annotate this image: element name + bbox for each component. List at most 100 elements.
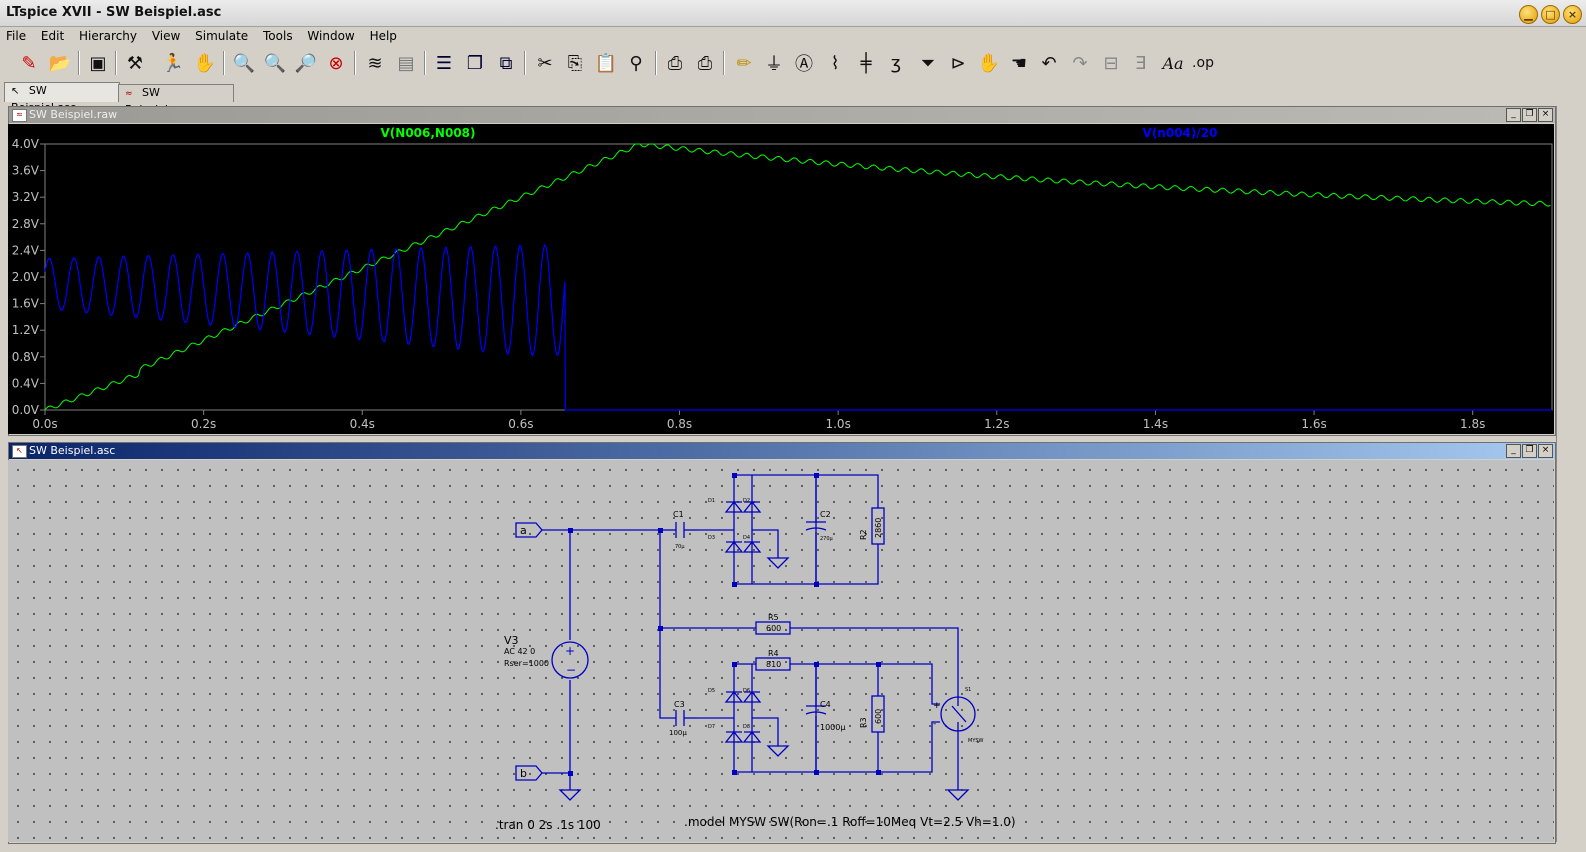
print-icon[interactable]: ⎙ [697,52,713,74]
component-icon[interactable]: ⊳ [950,52,966,74]
y-tick-label: 2.8V [12,217,40,231]
paste-icon[interactable]: 📋 [594,52,618,74]
bridge-rectifier-1[interactable] [698,495,762,565]
redo-icon[interactable]: ↷ [1072,52,1088,74]
undo-icon[interactable]: ↶ [1041,52,1057,74]
x-tick-label: 1.2s [984,417,1009,431]
resistor-icon[interactable]: ⌇ [830,52,840,74]
waveform-svg[interactable]: 0.0V0.4V0.8V1.2V1.6V2.0V2.4V2.8V3.2V3.6V… [8,124,1554,434]
c1-label: C1 [673,510,684,519]
rotate-icon[interactable]: ⊟ [1103,52,1119,74]
plot-frame [44,143,1553,411]
wire[interactable] [733,721,940,773]
restore-icon[interactable]: ❐ [1522,108,1537,122]
control-panel-icon[interactable]: ⚒ [126,52,144,74]
wire[interactable] [790,627,959,696]
run-icon[interactable]: 🏃 [161,52,185,74]
s1-model: MYSW [968,738,984,744]
wire[interactable] [752,717,779,746]
r4-value: 810 [766,660,781,669]
zoom-in-icon[interactable]: 🔍 [232,52,256,74]
r4-label: R4 [768,649,779,658]
zoom-out-icon[interactable]: 🔎 [294,52,318,74]
drag-icon[interactable]: ☚ [1010,52,1028,74]
mirror-icon[interactable]: Ǝ [1135,52,1147,74]
spice-directive-icon[interactable]: .op [1192,55,1214,71]
resistor-r4[interactable] [755,657,791,671]
label-net-icon[interactable]: Ⓐ [795,54,813,75]
find-icon[interactable]: ⚲ [629,52,643,74]
menu-window[interactable]: Window [307,29,355,43]
diode-icon[interactable]: ⏷ [920,52,936,74]
r2-label: R2 [859,529,868,540]
minimize-icon[interactable]: _ [1506,108,1521,122]
new-schematic-icon[interactable]: ✎ [21,52,37,74]
inductor-icon[interactable]: ʒ [890,52,902,74]
menu-simulate[interactable]: Simulate [195,29,249,43]
maximize-icon[interactable]: □ [1541,5,1560,24]
resistor-r3[interactable] [871,695,885,733]
waveform-icon[interactable]: ▤ [397,52,415,74]
wire[interactable] [542,772,571,790]
waveform-window-title: SW Beispiel.raw [29,108,118,121]
vertical-scrollbar[interactable] [1556,106,1571,842]
menu-tools[interactable]: Tools [263,29,293,43]
open-icon[interactable]: 📂 [48,52,72,74]
capacitor-c3[interactable] [675,710,685,726]
move-icon[interactable]: ✋ [977,52,1001,74]
capacitor-c4[interactable] [805,705,827,715]
schematic-svg[interactable]: a b [8,460,1554,842]
zoom-pan-icon[interactable]: 🔍 [263,52,287,74]
ground-icon[interactable]: ⏚ [765,54,783,75]
resistor-r5[interactable] [755,621,791,635]
y-tick-label: 3.6V [12,164,40,178]
wire[interactable] [752,529,779,558]
menu-hierarchy[interactable]: Hierarchy [79,29,138,43]
capacitor-c2[interactable] [805,521,827,531]
tab-schematic[interactable]: ↖ SW Beispiel.asc [4,82,120,114]
tab-waveform[interactable]: ≈ SW Beispiel.raw [118,84,234,116]
wire[interactable] [816,663,879,696]
print-setup-icon[interactable]: ⎙ [667,52,683,74]
minimize-icon[interactable]: ▁ [1519,5,1538,24]
close-icon[interactable]: × [1538,444,1553,458]
cascade-icon[interactable]: ❐ [466,52,484,74]
voltage-source-v3[interactable] [551,641,589,679]
bridge-rectifier-2[interactable] [698,685,762,754]
save-icon[interactable]: ▣ [89,52,107,74]
menu-file[interactable]: File [6,29,27,43]
wire[interactable] [816,474,879,508]
text-icon[interactable]: Aa [1162,53,1184,73]
wire[interactable] [878,663,940,705]
resistor-r2[interactable] [871,507,885,545]
wire[interactable] [816,544,879,585]
menu-help[interactable]: Help [369,29,397,43]
restore-icon[interactable]: ❐ [1522,444,1537,458]
tile-horizontal-icon[interactable]: ☰ [435,52,453,74]
net-flag-a[interactable] [515,522,543,538]
model-directive[interactable]: .model MYSW SW(Ron=.1 Roff=10Meq Vt=2.5 … [684,815,1016,829]
wire[interactable] [790,663,817,770]
cut-icon[interactable]: ✂ [537,52,553,74]
x-tick-label: 1.8s [1460,417,1485,431]
menu-view[interactable]: View [151,29,181,43]
minimize-icon[interactable]: _ [1506,444,1521,458]
draw-wire-icon[interactable]: ✏ [736,52,752,74]
zoom-cancel-icon[interactable]: ⊗ [328,52,344,74]
capacitor-c1[interactable] [675,522,685,538]
tile-vertical-icon[interactable]: ⧉ [499,52,513,74]
capacitor-icon[interactable]: ╪ [860,52,872,74]
d7-label: D7 [708,724,715,730]
copy-icon[interactable]: ⎘ [567,52,583,74]
d4-label: D4 [743,535,750,541]
wire[interactable] [659,530,676,719]
menu-edit[interactable]: Edit [40,29,65,43]
close-icon[interactable]: × [1563,5,1582,24]
halt-icon[interactable]: ✋ [193,52,217,74]
net-flag-b[interactable] [515,765,543,781]
tran-directive[interactable]: .tran 0 2s .1s 100 [495,818,601,832]
autorange-icon[interactable]: ≋ [367,52,383,74]
schematic-canvas[interactable]: a b [8,460,1554,842]
close-icon[interactable]: × [1538,108,1553,122]
